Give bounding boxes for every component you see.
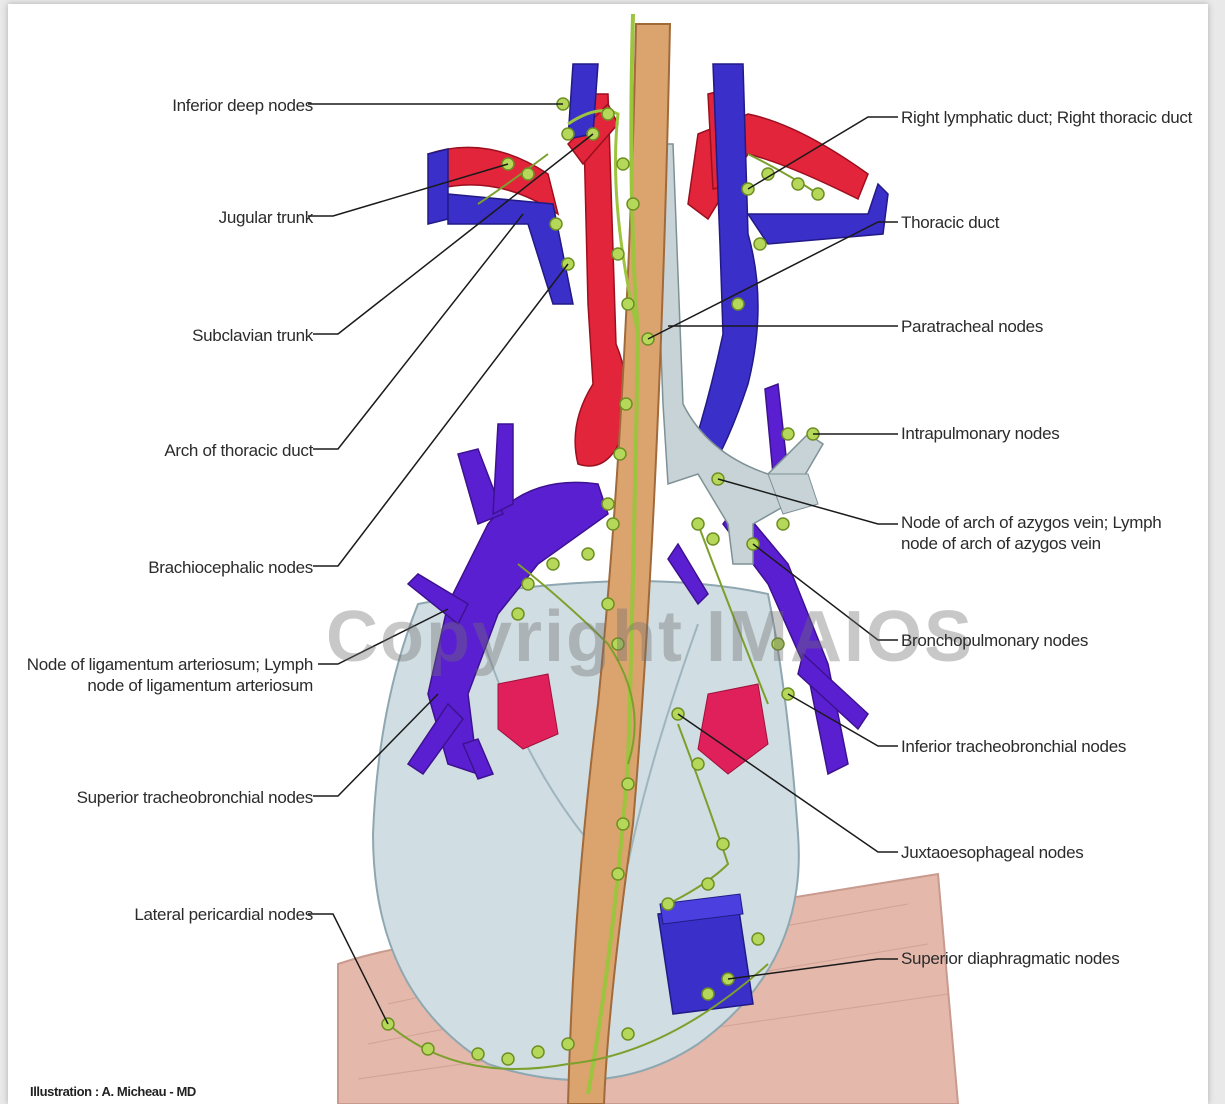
label-superior-diaphragmatic-nodes: Superior diaphragmatic nodes	[901, 948, 1119, 969]
lymph-node	[792, 178, 804, 190]
label-thoracic-duct: Thoracic duct	[901, 212, 999, 233]
lymph-node	[562, 128, 574, 140]
lymph-node	[622, 1028, 634, 1040]
lymph-node	[607, 518, 619, 530]
label-paratracheal-nodes: Paratracheal nodes	[901, 316, 1043, 337]
label-juxtaoesophageal-nodes: Juxtaoesophageal nodes	[901, 842, 1083, 863]
label-lateral-pericardial-nodes: Lateral pericardial nodes	[134, 904, 313, 925]
lymph-node	[622, 298, 634, 310]
lymph-node	[532, 1046, 544, 1058]
label-arch-of-thoracic-duct: Arch of thoracic duct	[164, 440, 313, 461]
label-subclavian-trunk: Subclavian trunk	[192, 325, 313, 346]
lymph-node	[707, 533, 719, 545]
lymph-node	[617, 818, 629, 830]
lymph-node	[622, 778, 634, 790]
lymph-node	[717, 838, 729, 850]
copyright-watermark: Copyright IMAIOS	[326, 596, 974, 678]
lymph-node	[602, 108, 614, 120]
lymph-node	[782, 428, 794, 440]
label-intrapulmonary-nodes: Intrapulmonary nodes	[901, 423, 1059, 444]
lymph-node	[752, 933, 764, 945]
lymph-node	[627, 198, 639, 210]
lymph-node	[617, 158, 629, 170]
lymph-node	[472, 1048, 484, 1060]
diagram-frame: Copyright IMAIOS Inferior deep nodes Jug…	[8, 4, 1208, 1104]
lymph-node	[612, 248, 624, 260]
lymph-node	[702, 988, 714, 1000]
lymph-node	[812, 188, 824, 200]
lymph-node	[422, 1043, 434, 1055]
lymph-node	[662, 898, 674, 910]
lymph-node	[612, 868, 624, 880]
lymph-node	[754, 238, 766, 250]
lymph-node	[692, 758, 704, 770]
lymph-node	[562, 1038, 574, 1050]
lymph-node	[702, 878, 714, 890]
lymph-node	[522, 168, 534, 180]
label-node-of-arch-of-azygos-vein: Node of arch of azygos vein; Lymph node …	[901, 512, 1161, 554]
lymph-node	[732, 298, 744, 310]
thoracic-lymphatics-illustration	[8, 4, 1208, 1104]
label-inferior-deep-nodes: Inferior deep nodes	[172, 95, 313, 116]
lymph-node	[614, 448, 626, 460]
lymph-node	[502, 1053, 514, 1065]
lymph-node	[522, 578, 534, 590]
label-node-of-ligamentum-arteriosum: Node of ligamentum arteriosum; Lymph nod…	[27, 654, 313, 696]
label-right-lymphatic-duct: Right lymphatic duct; Right thoracic duc…	[901, 107, 1192, 128]
label-brachiocephalic-nodes: Brachiocephalic nodes	[148, 557, 313, 578]
lymph-node	[582, 548, 594, 560]
lymph-node	[777, 518, 789, 530]
lymph-node	[547, 558, 559, 570]
label-bronchopulmonary-nodes: Bronchopulmonary nodes	[901, 630, 1088, 651]
illustration-credit: Illustration : A. Micheau - MD	[30, 1084, 196, 1099]
label-superior-tracheobronchial-nodes: Superior tracheobronchial nodes	[77, 787, 313, 808]
lymph-node	[620, 398, 632, 410]
lymph-node	[602, 498, 614, 510]
label-jugular-trunk: Jugular trunk	[219, 207, 313, 228]
lymph-node	[692, 518, 704, 530]
lymph-node	[550, 218, 562, 230]
label-inferior-tracheobronchial-nodes: Inferior tracheobronchial nodes	[901, 736, 1126, 757]
